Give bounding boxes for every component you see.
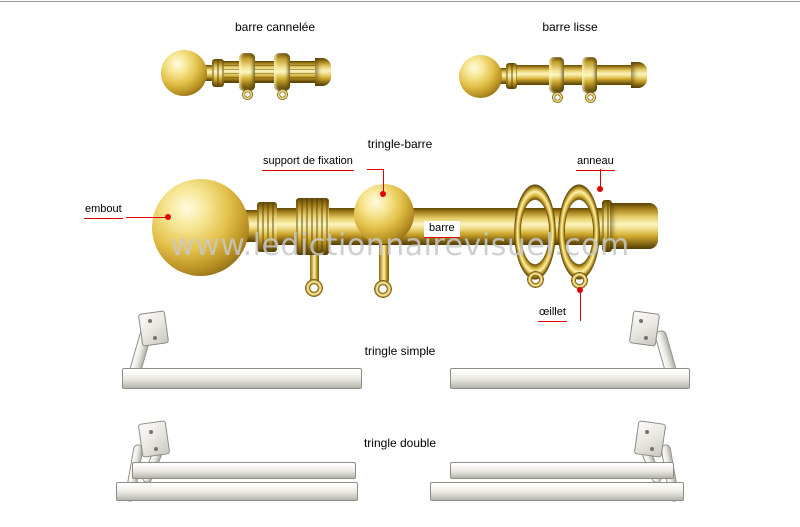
callout-embout: embout	[84, 203, 123, 219]
tringle-double-right-figure	[428, 418, 692, 514]
track-rail	[122, 368, 362, 389]
title-tringle-simple: tringle simple	[364, 344, 436, 358]
embout-leader-line	[126, 217, 168, 218]
tringle-simple-right-figure	[448, 308, 693, 396]
curtain-ring	[239, 53, 255, 91]
rod-end-cap	[315, 58, 331, 86]
anneau-leader-line	[600, 169, 601, 188]
finial-ball	[459, 55, 502, 98]
embout-anchor-dot	[165, 214, 171, 220]
track-rail	[450, 368, 690, 389]
tringle-simple-left-figure	[118, 308, 363, 396]
curtain-ring-anneau	[558, 184, 600, 280]
screw-icon	[644, 336, 648, 340]
curtain-ring	[582, 57, 597, 93]
tringle-barre-figure	[150, 176, 665, 304]
callout-anneau: anneau	[576, 155, 615, 171]
ring-eyelet	[277, 89, 288, 100]
screw-icon	[645, 430, 649, 434]
back-track-rail	[132, 462, 356, 479]
rod-end-cap	[631, 62, 647, 88]
curtain-ring-anneau	[514, 184, 556, 280]
screw-icon	[639, 319, 643, 323]
callout-oeillet: œillet	[538, 306, 567, 322]
front-track-rail	[116, 482, 358, 501]
finial-collar	[506, 63, 517, 89]
mounting-plate	[628, 310, 661, 347]
front-track-rail	[430, 482, 684, 501]
finial-collar	[212, 59, 224, 87]
support-stem	[379, 242, 389, 282]
screw-icon	[148, 319, 152, 323]
tringle-double-left-figure	[114, 418, 366, 514]
barre-lisse-figure	[455, 46, 655, 118]
curtain-ring	[274, 53, 290, 91]
curtain-ring	[549, 57, 564, 93]
mounting-plate	[137, 310, 170, 347]
support-anchor-dot	[380, 191, 386, 197]
mounting-plate	[633, 420, 667, 458]
mounting-sleeve	[296, 198, 329, 255]
support-leader-line	[367, 169, 384, 170]
finial-neck	[205, 65, 214, 81]
bracket-eyelet	[305, 279, 323, 297]
ring-eyelet-oeillet	[527, 271, 544, 288]
finial-ball-embout	[152, 179, 249, 276]
callout-support-de-fixation: support de fixation	[262, 155, 354, 171]
top-divider	[0, 1, 800, 2]
oeillet-leader-line	[580, 292, 581, 321]
site-watermark: www.ledictionnairevisuel.com	[170, 228, 630, 263]
ring-eyelet	[242, 89, 253, 100]
end-cap-ring	[602, 200, 612, 252]
ring-eyelet	[552, 92, 563, 103]
screw-icon	[149, 430, 153, 434]
callout-barre: barre	[424, 221, 460, 238]
barre-cannelee-figure	[155, 42, 345, 120]
finial-neck	[500, 68, 508, 84]
support-leader-line	[383, 169, 384, 193]
screw-icon	[154, 447, 158, 451]
oeillet-anchor-dot	[577, 287, 583, 293]
bracket-stem	[310, 250, 319, 282]
title-tringle-barre: tringle-barre	[367, 137, 433, 151]
anneau-anchor-dot	[597, 186, 603, 192]
finial-collar	[257, 202, 277, 252]
title-tringle-double: tringle double	[363, 436, 437, 450]
screw-icon	[650, 447, 654, 451]
rod-end-cap	[610, 203, 658, 249]
mounting-plate	[137, 420, 171, 458]
ring-eyelet-oeillet	[571, 272, 588, 289]
title-barre-cannelee: barre cannelée	[234, 20, 316, 34]
back-track-rail	[450, 462, 674, 479]
ring-eyelet	[585, 92, 596, 103]
fluted-rod-bar	[221, 61, 317, 83]
finial-ball	[161, 50, 207, 96]
smooth-rod-bar	[515, 65, 633, 85]
support-eyelet	[374, 280, 392, 298]
title-barre-lisse: barre lisse	[542, 20, 598, 34]
screw-icon	[153, 336, 157, 340]
